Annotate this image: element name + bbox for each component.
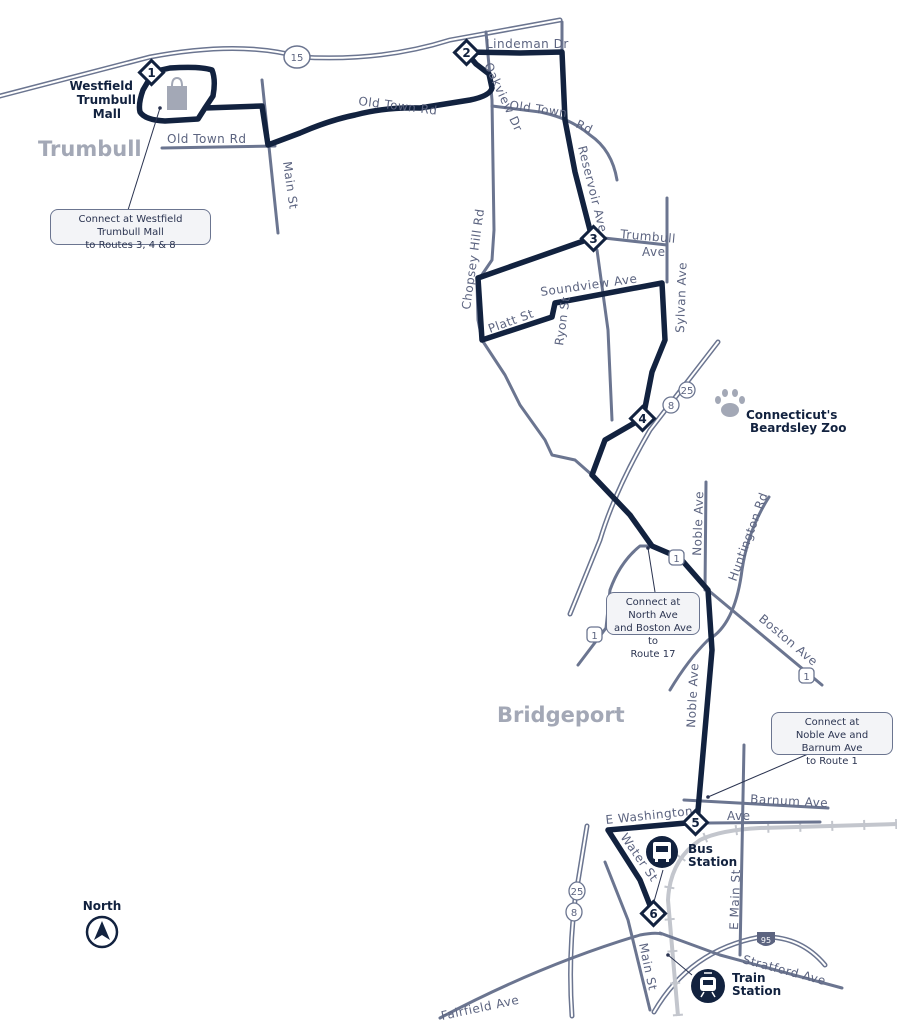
road-label: Trumbull (619, 227, 677, 246)
svg-text:15: 15 (291, 53, 304, 64)
town-bridgeport: Bridgeport (497, 703, 625, 727)
svg-text:4: 4 (638, 412, 646, 426)
road-label: Ryon St (552, 296, 573, 347)
road-label: Rd (574, 117, 595, 137)
stop-4[interactable]: 4 (628, 404, 657, 433)
svg-text:25: 25 (681, 386, 694, 397)
road-label: Noble Ave (690, 491, 706, 556)
shopping-bag-icon (167, 76, 187, 110)
road-label: Ave (727, 809, 751, 823)
svg-text:North: North (83, 899, 121, 913)
road-label: Ave (642, 245, 666, 259)
road-label: Huntington Rd (726, 490, 771, 583)
shield-us1-c: 1 (798, 667, 815, 684)
shield-8-north: 8 (662, 396, 680, 414)
shield-us1-a: 1 (668, 549, 685, 566)
svg-text:1: 1 (147, 66, 155, 80)
svg-text:Bus: Bus (688, 842, 713, 856)
stop-1[interactable]: 1 (137, 58, 166, 87)
bus-icon (646, 836, 678, 868)
svg-text:Westfield: Westfield (69, 79, 133, 93)
svg-text:2: 2 (462, 46, 470, 60)
bus-route-line (136, 49, 715, 916)
stop-2[interactable]: 2 (452, 38, 481, 67)
svg-text:6: 6 (649, 907, 657, 921)
svg-text:8: 8 (571, 908, 577, 919)
stop-5[interactable]: 5 (681, 808, 710, 837)
road-label: Main St (280, 160, 301, 210)
callout-barnum: Connect at Noble Ave and Barnum Ave to R… (771, 712, 893, 767)
stop-3[interactable]: 3 (579, 224, 608, 253)
svg-text:Beardsley Zoo: Beardsley Zoo (750, 421, 846, 435)
train-icon (691, 969, 725, 1003)
svg-text:3: 3 (589, 232, 597, 246)
north-arrow-icon: North (83, 899, 121, 949)
road-label: Boston Ave (756, 612, 820, 669)
road-label: Chopsey Hill Rd (459, 208, 487, 311)
shield-25-north: 25 (678, 381, 696, 399)
svg-text:8: 8 (668, 401, 674, 412)
road-label: Sylvan Ave (673, 262, 689, 333)
mall-label: Westfield Trumbull Mall (69, 79, 136, 121)
road-label: Oakview Dr (481, 60, 525, 133)
svg-text:25: 25 (571, 887, 584, 898)
shield-15: 15 (283, 45, 311, 69)
svg-text:Station: Station (688, 855, 737, 869)
svg-text:Trumbull: Trumbull (77, 93, 136, 107)
callout-leaders (127, 106, 809, 976)
town-trumbull: Trumbull (38, 137, 142, 161)
svg-text:1: 1 (803, 672, 809, 683)
svg-text:1: 1 (591, 631, 597, 642)
svg-text:Mall: Mall (93, 107, 121, 121)
svg-text:5: 5 (691, 816, 699, 830)
train-station-label: Train Station (732, 971, 781, 998)
svg-text:1: 1 (673, 554, 679, 565)
callout-north-ave: Connect at North Ave and Boston Ave to R… (606, 592, 700, 660)
svg-text:Train: Train (732, 971, 766, 985)
shield-us1-b: 1 (586, 626, 603, 643)
road-labels: Old Town Rd Main St Old Town Rd Lindeman… (167, 37, 828, 1023)
shield-i95: 95 (757, 932, 775, 946)
shield-25-south: 25 (568, 881, 586, 901)
highway-8-25-north (567, 339, 721, 617)
stop-6[interactable]: 6 (639, 899, 668, 928)
road-label: Old Town Rd (167, 132, 247, 146)
svg-text:95: 95 (761, 936, 771, 945)
road-label: Noble Ave (684, 663, 701, 729)
road-label: Barnum Ave (750, 792, 829, 810)
zoo-label: Connecticut's Beardsley Zoo (746, 408, 846, 435)
road-label: E Main St (727, 869, 743, 930)
svg-text:Station: Station (732, 984, 781, 998)
callout-mall: Connect at Westfield Trumbull Mall to Ro… (50, 209, 211, 251)
paw-print-icon (715, 389, 745, 417)
local-roads (160, 20, 844, 1020)
bus-station-label: Bus Station (688, 842, 737, 869)
svg-text:Connecticut's: Connecticut's (746, 408, 837, 422)
shield-8-south: 8 (565, 902, 583, 922)
road-label: Lindeman Dr (486, 37, 569, 51)
